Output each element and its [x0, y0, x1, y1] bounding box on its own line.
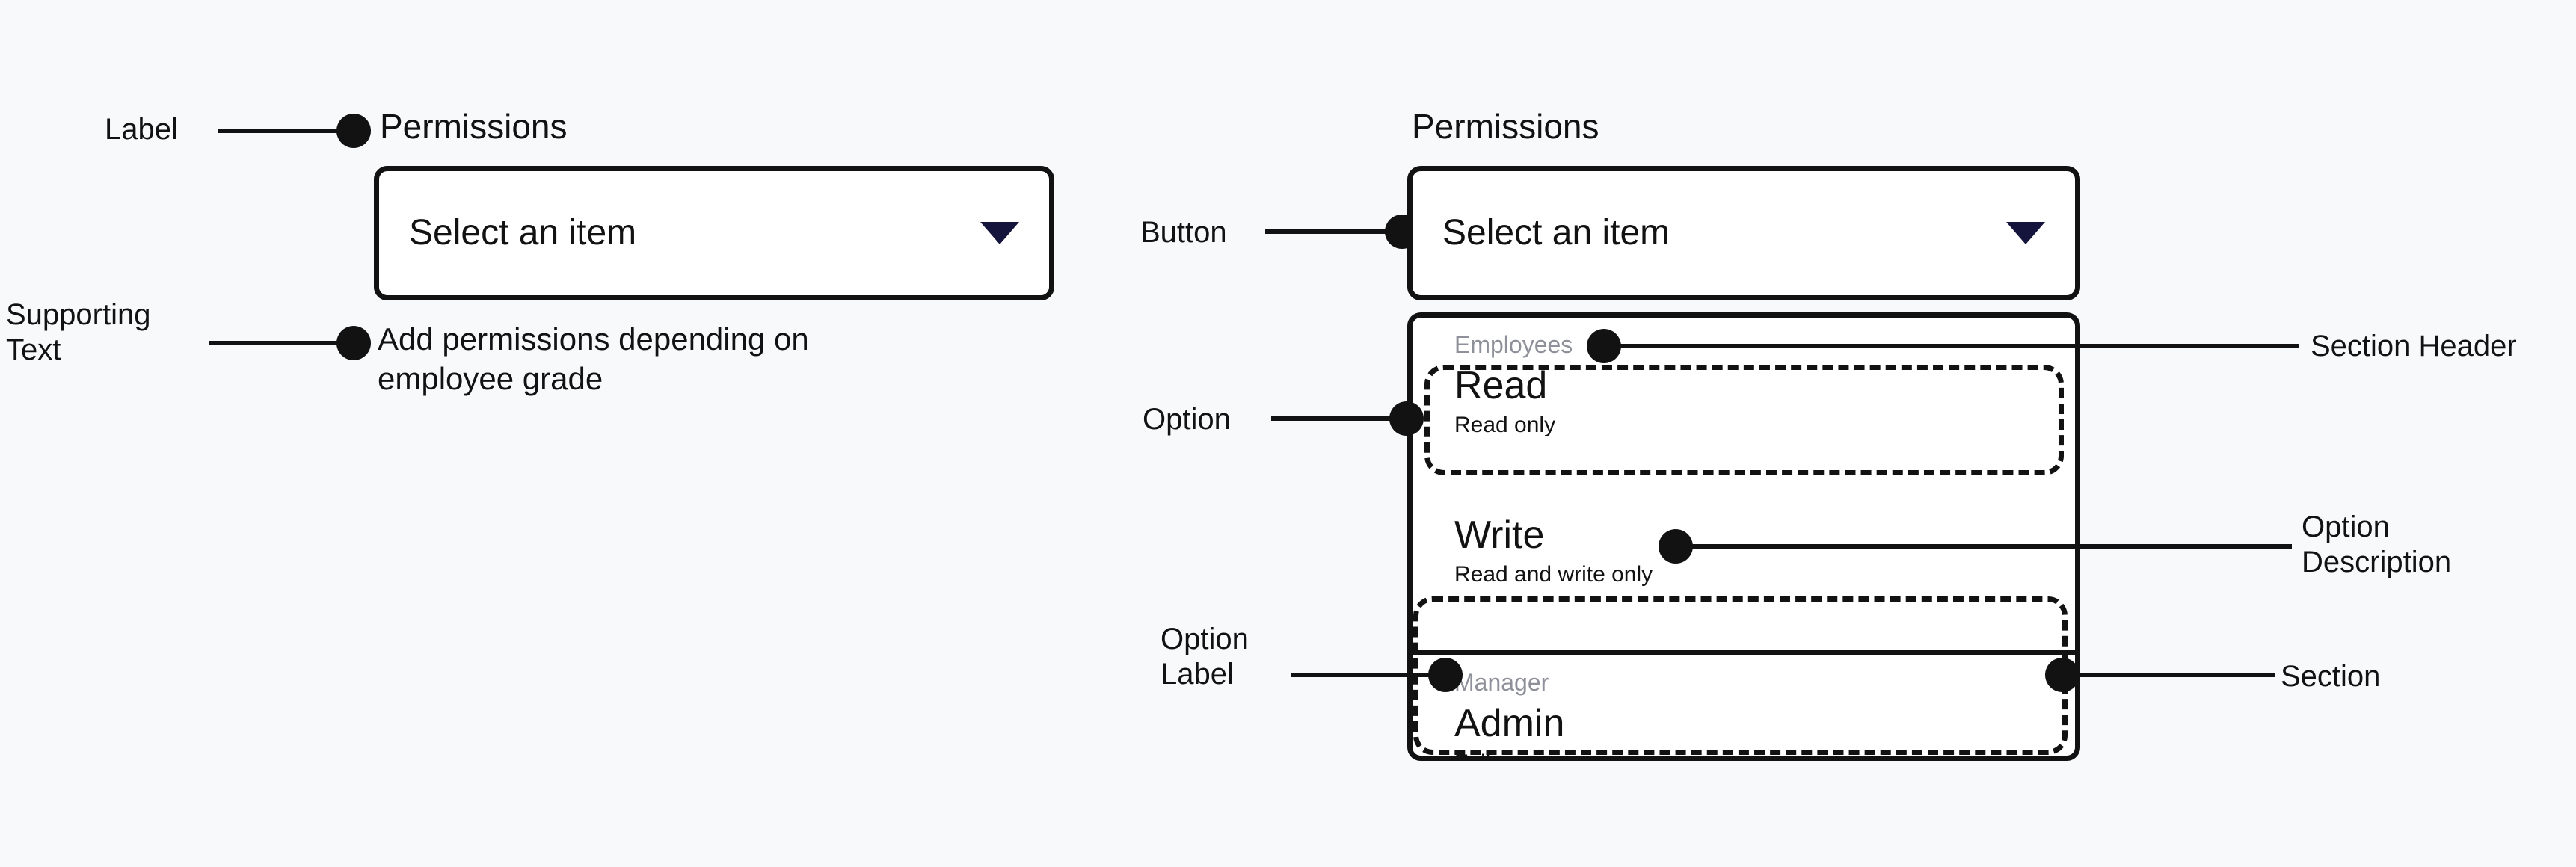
callout-label-section: Section — [2281, 660, 2381, 693]
leader-line-section-header — [1604, 344, 2299, 348]
chevron-down-icon — [2006, 222, 2045, 244]
callout-label-option-label: Option Label — [1161, 623, 1249, 691]
leader-line-button — [1265, 229, 1400, 234]
left-select-value: Select an item — [409, 213, 637, 253]
leader-dot-supporting-text — [336, 326, 371, 360]
listbox-section-manager: Manager Admin Full access — [1413, 650, 2075, 756]
right-select-value: Select an item — [1442, 213, 1670, 253]
option-label-admin: Admin — [1454, 701, 1565, 745]
listbox-section-employees: Employees Read Read only Write Read and … — [1413, 318, 2075, 650]
section-header-manager: Manager — [1454, 668, 1549, 696]
option-description-read: Read only — [1454, 413, 1556, 438]
option-description-write: Read and write only — [1454, 562, 1653, 587]
section-header-employees: Employees — [1454, 331, 1573, 358]
callout-label-label: Label — [105, 113, 178, 146]
left-supporting-text: Add permissions depending on employee gr… — [378, 321, 809, 396]
right-field-label: Permissions — [1412, 107, 1599, 146]
option-label-read: Read — [1454, 363, 1548, 407]
leader-dot-option — [1389, 401, 1424, 436]
leader-dot-option-label — [1428, 658, 1463, 692]
leader-line-supporting-text — [209, 341, 363, 345]
left-field-label: Permissions — [380, 107, 568, 146]
leader-dot-label — [336, 114, 371, 148]
callout-label-option: Option — [1143, 403, 1231, 436]
leader-line-option-label — [1291, 673, 1435, 677]
chevron-down-icon — [980, 222, 1019, 244]
leader-line-option-description — [1675, 544, 2292, 549]
option-description-admin: Full access — [1454, 747, 2075, 756]
callout-label-supporting-text: Supporting Text — [6, 298, 151, 367]
callout-label-option-description: Option Description — [2302, 510, 2452, 579]
option-label-write: Write — [1454, 513, 1545, 557]
leader-line-option — [1271, 416, 1404, 421]
leader-line-label — [218, 129, 362, 133]
permissions-listbox[interactable]: Employees Read Read only Write Read and … — [1407, 312, 2080, 761]
callout-label-section-header: Section Header — [2311, 330, 2517, 362]
listbox-option-read[interactable]: Read Read only — [1413, 362, 2075, 493]
right-select-button[interactable]: Select an item — [1407, 166, 2080, 300]
callout-label-button: Button — [1140, 216, 1227, 249]
listbox-option-admin[interactable]: Admin Full access — [1413, 700, 2075, 756]
listbox-option-write[interactable]: Write Read and write only — [1413, 493, 2075, 650]
left-select-button[interactable]: Select an item — [374, 166, 1054, 300]
leader-line-section — [2062, 673, 2275, 677]
